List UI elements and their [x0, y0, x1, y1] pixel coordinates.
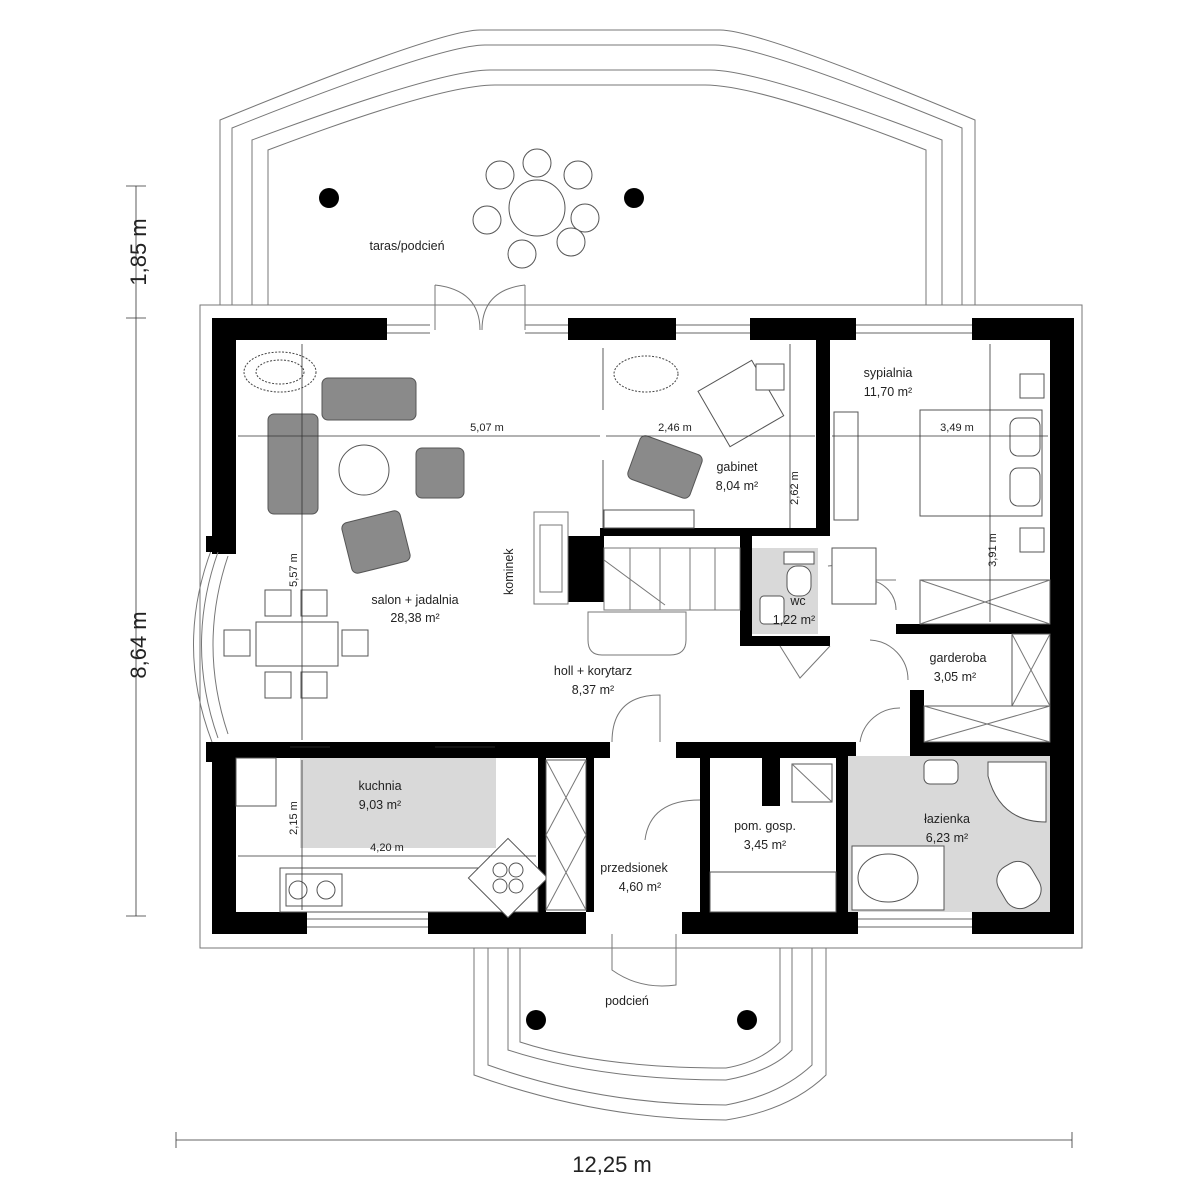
dim-living-width: 5,07 m: [470, 422, 504, 434]
study-furniture: [603, 355, 785, 529]
wc-name: wc: [789, 594, 805, 608]
utility-area: 3,45 m²: [744, 838, 786, 852]
utility-name: pom. gosp.: [734, 819, 796, 833]
terrace-label: taras/podcień: [369, 239, 444, 253]
column: [624, 188, 644, 208]
interior-walls: [236, 340, 1050, 912]
dim-overall-depth: 8,64 m: [126, 611, 151, 678]
bathroom-area: 6,23 m²: [926, 831, 968, 845]
porch-outline: [473, 948, 827, 1121]
entrance-doors: [611, 694, 701, 987]
stairs: [587, 547, 741, 656]
kitchen-area: 9,03 m²: [359, 798, 401, 812]
plant-icon: [243, 351, 317, 393]
dimension-lines: [126, 185, 1073, 1148]
bay-window: [193, 536, 230, 762]
study-area: 8,04 m²: [716, 479, 758, 493]
wc-area: 1,22 m²: [773, 613, 815, 627]
dim-bedroom-depth: 3,91 m: [987, 533, 999, 567]
vestibule-name: przedsionek: [600, 861, 668, 875]
bathroom-name: łazienka: [924, 812, 970, 826]
living-name: salon + jadalnia: [371, 593, 458, 607]
bathroom-room: [848, 756, 1050, 912]
living-furniture: [223, 351, 465, 699]
dim-bedroom-width: 3,49 m: [940, 422, 974, 434]
fireplace: [533, 511, 569, 605]
utility-room: [709, 763, 837, 913]
dim-study-depth: 2,62 m: [789, 471, 801, 505]
bedroom-area: 11,70 m²: [864, 385, 912, 399]
wc-room: [752, 547, 877, 679]
bedroom-furniture: [833, 373, 1051, 625]
column: [526, 1010, 546, 1030]
bedroom-name: sypialnia: [864, 366, 913, 380]
living-area: 28,38 m²: [390, 611, 439, 625]
hall-name: holl + korytarz: [554, 664, 632, 678]
terrace-outline: [219, 29, 976, 305]
wardrobe-name: garderoba: [930, 651, 987, 665]
column: [737, 1010, 757, 1030]
house-outline: [199, 304, 1083, 949]
fireplace-label: kominek: [502, 548, 516, 595]
vestibule-area: 4,60 m²: [619, 880, 661, 894]
dim-kitchen-depth: 2,15 m: [288, 801, 300, 835]
dim-overall-width: 12,25 m: [572, 1152, 652, 1177]
wardrobe-area: 3,05 m²: [934, 670, 976, 684]
kitchen-room: [235, 746, 587, 919]
exterior-walls: [212, 318, 1074, 934]
dim-study-width: 2,46 m: [658, 422, 692, 434]
dim-terrace-depth: 1,85 m: [126, 218, 151, 285]
terrace-table: [472, 148, 600, 269]
hob: [467, 837, 549, 919]
dim-living-depth: 5,57 m: [288, 553, 300, 587]
study-name: gabinet: [716, 460, 758, 474]
windows: [307, 324, 972, 928]
terrace-door: [434, 284, 526, 331]
hall-area: 8,37 m²: [572, 683, 614, 697]
kitchen-name: kuchnia: [358, 779, 401, 793]
porch-label: podcień: [605, 994, 649, 1008]
dim-kitchen-width: 4,20 m: [370, 842, 404, 854]
wardrobe-room: [859, 633, 1051, 743]
column: [319, 188, 339, 208]
